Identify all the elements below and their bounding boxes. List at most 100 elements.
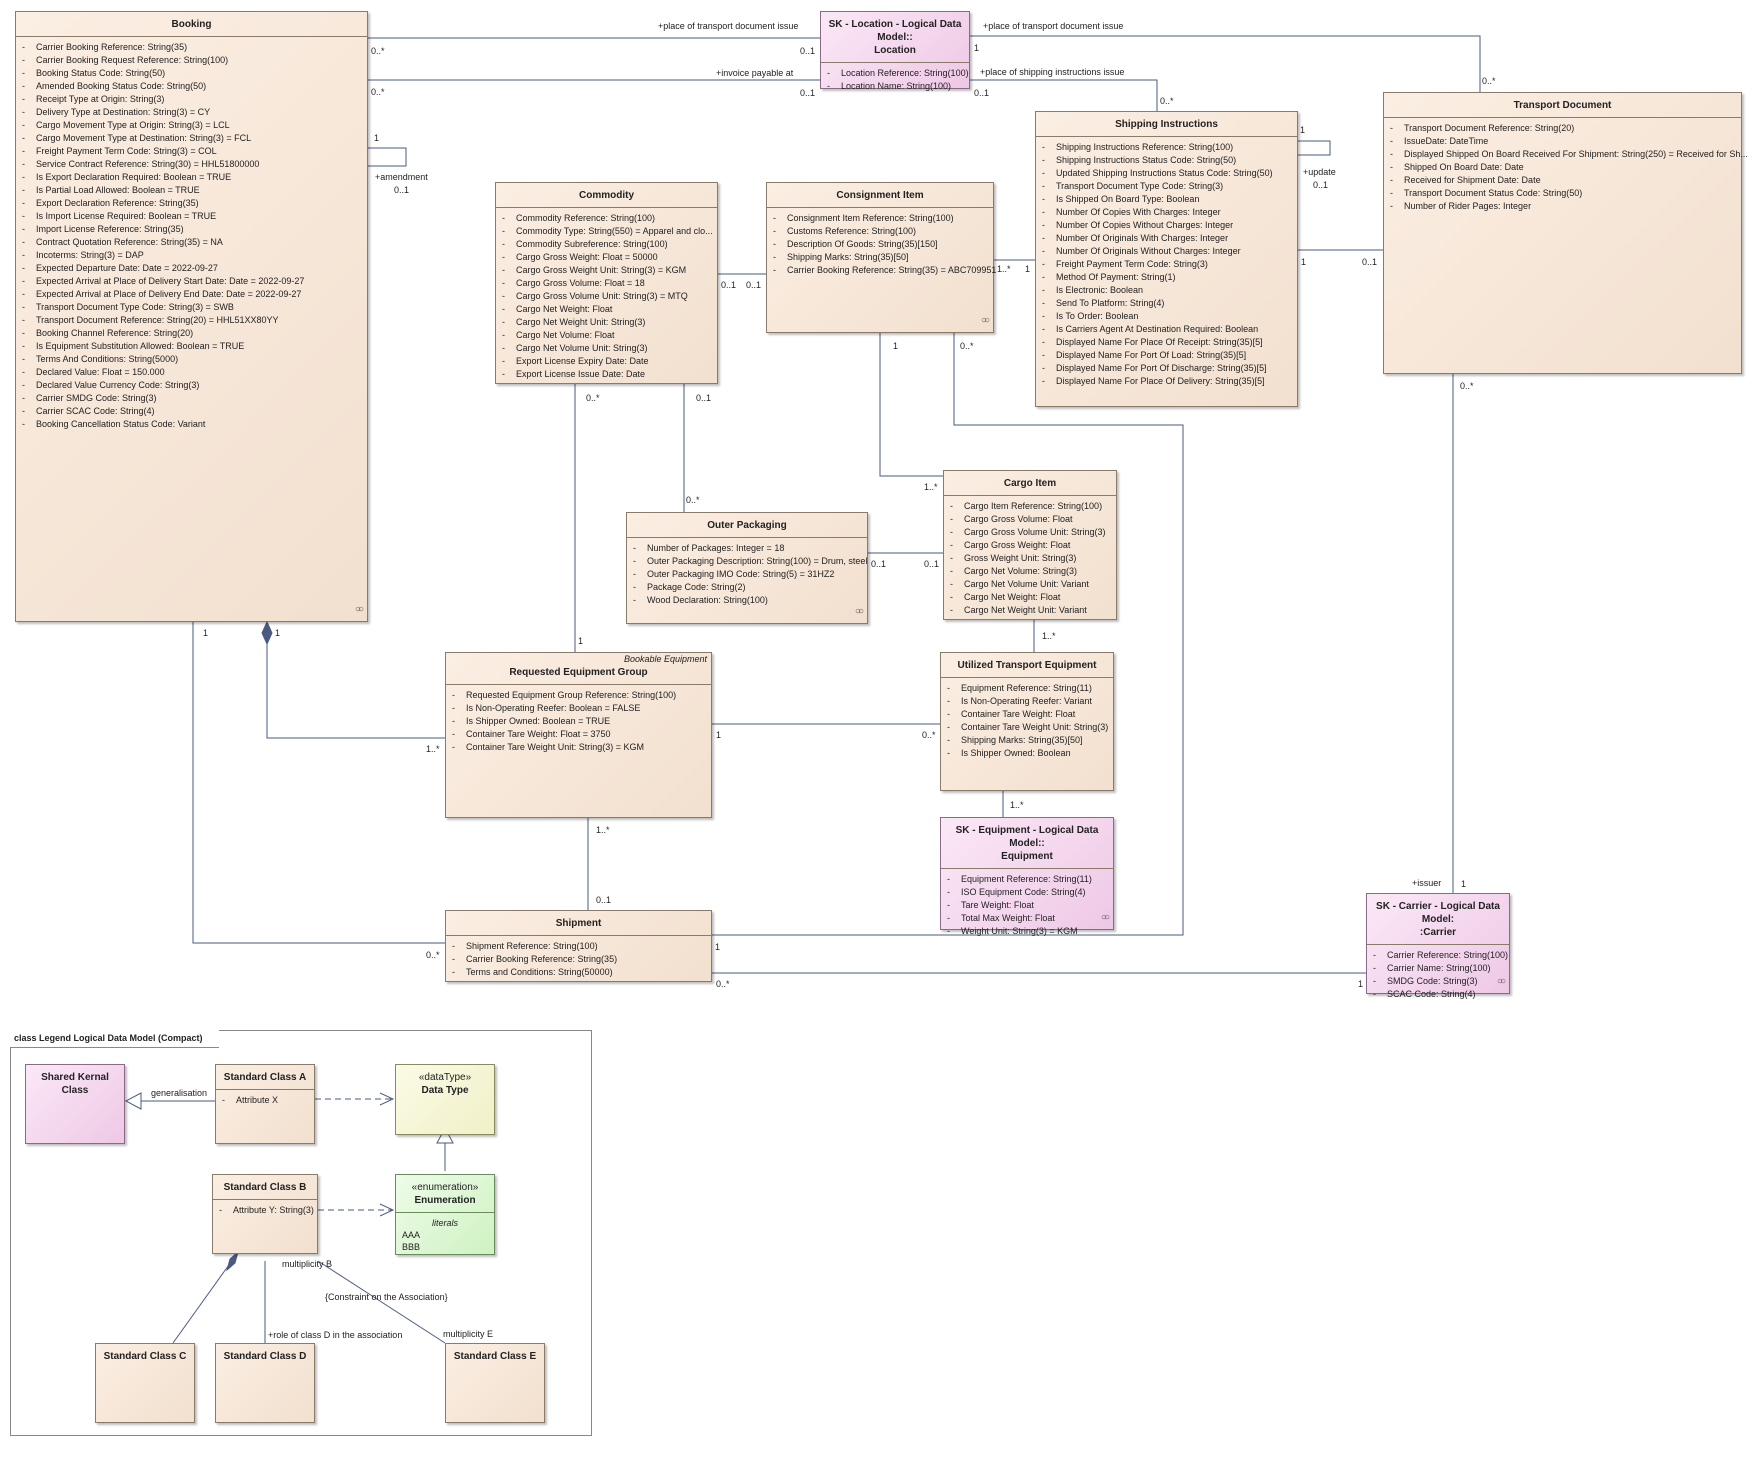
multiplicity: 0..1 — [746, 280, 762, 290]
class-transport-document[interactable]: Transport Document Transport Document Re… — [1383, 92, 1748, 374]
attribute: Declared Value Currency Code: String(3) — [20, 379, 363, 392]
attribute: Number Of Copies Without Charges: Intege… — [1040, 219, 1293, 232]
attribute: Displayed Name For Place Of Delivery: St… — [1040, 375, 1293, 388]
class-outer-packaging[interactable]: Outer Packaging Number of Packages: Inte… — [626, 512, 868, 624]
multiplicity: 1 — [1025, 264, 1031, 274]
attribute: Expected Arrival at Place of Delivery St… — [20, 275, 363, 288]
attribute: Cargo Gross Weight: Float = 50000 — [500, 251, 713, 264]
attribute-list: Number of Packages: Integer = 18Outer Pa… — [627, 537, 867, 609]
class-name: Outer Packaging — [707, 520, 787, 531]
attribute: Cargo Movement Type at Origin: String(3)… — [20, 119, 363, 132]
attribute: Transport Document Type Code: String(3) … — [20, 301, 363, 314]
attribute: Cargo Net Weight Unit: String(3) — [500, 316, 713, 329]
attribute: Cargo Item Reference: String(100) — [948, 500, 1112, 513]
attribute: Cargo Net Weight: Float — [500, 303, 713, 316]
attribute: Is Export Declaration Required: Boolean … — [20, 171, 363, 184]
multiplicity: 1..* — [426, 744, 440, 754]
attribute-list: Shipping Instructions Reference: String(… — [1036, 136, 1297, 390]
attribute: Carrier Booking Reference: String(35) = … — [771, 264, 996, 277]
attribute: Send To Platform: String(4) — [1040, 297, 1293, 310]
class-carrier[interactable]: SK - Carrier - Logical Data Model: :Carr… — [1366, 893, 1510, 1001]
attribute: Cargo Gross Volume: Float = 18 — [500, 277, 713, 290]
multiplicity: 0..1 — [596, 895, 612, 905]
legend-enumeration[interactable]: «enumeration» Enumeration literals AAA B… — [395, 1174, 495, 1255]
class-location[interactable]: SK - Location - Logical Data Model:: Loc… — [820, 11, 970, 93]
class-name: Transport Document — [1513, 100, 1612, 111]
attribute: Cargo Net Weight: Float — [948, 591, 1112, 604]
attribute: Number of Packages: Integer = 18 — [631, 542, 863, 555]
class-equipment[interactable]: SK - Equipment - Logical Data Model:: Eq… — [940, 817, 1114, 938]
legend-label: {Constraint on the Association} — [325, 1292, 448, 1302]
legend-standard-class-b[interactable]: Standard Class B Attribute Y: String(3) — [212, 1174, 318, 1254]
multiplicity: 0..* — [960, 341, 974, 351]
legend-dependency-arrow-a — [379, 1092, 395, 1106]
attribute-list: Commodity Reference: String(100)Commodit… — [496, 207, 717, 383]
class-name: SK - Equipment - Logical Data Model:: Eq… — [955, 825, 1099, 862]
attribute: Shipment Reference: String(100) — [450, 940, 707, 953]
attribute: IssueDate: DateTime — [1388, 135, 1737, 148]
literal: BBB — [402, 1242, 421, 1252]
role-label: +place of shipping instructions issue — [980, 67, 1125, 77]
legend-label: multiplicity E — [443, 1329, 494, 1339]
legend-enum-arrow — [436, 1126, 454, 1144]
multiplicity: 1..* — [596, 825, 610, 835]
role-label: +invoice payable at — [716, 68, 794, 78]
legend-generalisation-arrow — [124, 1092, 142, 1110]
legend-data-type[interactable]: «dataType» Data Type — [395, 1064, 495, 1135]
attribute: Carrier SMDG Code: String(3) — [20, 392, 363, 405]
legend-standard-class-e[interactable]: Standard Class E — [445, 1343, 545, 1423]
multiplicity: 0..* — [586, 393, 600, 403]
class-requested-equipment-group[interactable]: Bookable Equipment Requested Equipment G… — [445, 652, 712, 818]
class-name: SK - Carrier - Logical Data Model: :Carr… — [1376, 901, 1500, 938]
legend-standard-class-a[interactable]: Standard Class A Attribute X — [215, 1064, 315, 1144]
attribute: Equipment Reference: String(11) — [945, 873, 1109, 886]
attribute: Displayed Name For Port Of Discharge: St… — [1040, 362, 1293, 375]
attribute: Terms and Conditions: String(50000) — [450, 966, 707, 979]
legend-shared-kernel-class[interactable]: Shared Kernal Class — [25, 1064, 125, 1144]
attribute: Displayed Name For Port Of Load: String(… — [1040, 349, 1293, 362]
class-consignment-item[interactable]: Consignment Item Consignment Item Refere… — [766, 182, 996, 333]
literal: AAA — [402, 1230, 421, 1240]
multiplicity: 0..1 — [800, 88, 816, 98]
class-booking[interactable]: Booking Carrier Booking Reference: Strin… — [15, 11, 368, 622]
attribute: Declared Value: Float = 150.000 — [20, 366, 363, 379]
attribute: Is Carriers Agent At Destination Require… — [1040, 323, 1293, 336]
legend-standard-class-d[interactable]: Standard Class D — [215, 1343, 315, 1423]
attribute: Customs Reference: String(100) — [771, 225, 989, 238]
class-shipment[interactable]: Shipment Shipment Reference: String(100)… — [445, 910, 712, 982]
class-shipping-instructions[interactable]: Shipping Instructions Shipping Instructi… — [1035, 111, 1298, 407]
multiplicity: 0..1 — [871, 559, 887, 569]
link-icon: ○○ — [1496, 976, 1506, 987]
attribute: Carrier Booking Reference: String(35) — [20, 41, 363, 54]
attribute: Cargo Net Volume Unit: String(3) — [500, 342, 713, 355]
role-label: +update — [1303, 167, 1336, 177]
attribute: Cargo Net Volume Unit: Variant — [948, 578, 1112, 591]
attribute-list: Location Reference: String(100)Location … — [821, 62, 969, 95]
multiplicity: 0..* — [371, 46, 385, 56]
attribute: Expected Departure Date: Date = 2022-09-… — [20, 262, 363, 275]
role-label: +place of transport document issue — [983, 21, 1124, 31]
attribute: Number Of Copies With Charges: Integer — [1040, 206, 1293, 219]
class-name: Cargo Item — [1003, 478, 1057, 489]
attribute: Commodity Reference: String(100) — [500, 212, 713, 225]
multiplicity: 1..* — [1042, 631, 1056, 641]
attribute: Gross Weight Unit: String(3) — [948, 552, 1112, 565]
class-commodity[interactable]: Commodity Commodity Reference: String(10… — [495, 182, 718, 384]
assoc-location-transport-doc — [970, 35, 1481, 92]
legend-frame — [10, 1030, 592, 1436]
attribute: Number Of Originals With Charges: Intege… — [1040, 232, 1293, 245]
class-utilized-transport-equipment[interactable]: Utilized Transport Equipment Equipment R… — [940, 652, 1114, 791]
attribute: Incoterms: String(3) = DAP — [20, 249, 363, 262]
attribute: Freight Payment Term Code: String(3) — [1040, 258, 1293, 271]
attribute: Cargo Gross Weight Unit: String(3) = KGM — [500, 264, 713, 277]
multiplicity: 1 — [1301, 257, 1307, 267]
multiplicity: 0..* — [371, 87, 385, 97]
attribute: Carrier Booking Request Reference: Strin… — [20, 54, 363, 67]
class-cargo-item[interactable]: Cargo Item Cargo Item Reference: String(… — [943, 470, 1117, 620]
multiplicity: 0..* — [1460, 381, 1474, 391]
attribute: Displayed Name For Place Of Receipt: Str… — [1040, 336, 1293, 349]
attribute: Transport Document Status Code: String(5… — [1388, 187, 1737, 200]
attribute-list: Carrier Booking Reference: String(35)Car… — [16, 36, 367, 433]
legend-standard-class-c[interactable]: Standard Class C — [95, 1343, 195, 1423]
attribute: Booking Status Code: String(50) — [20, 67, 363, 80]
